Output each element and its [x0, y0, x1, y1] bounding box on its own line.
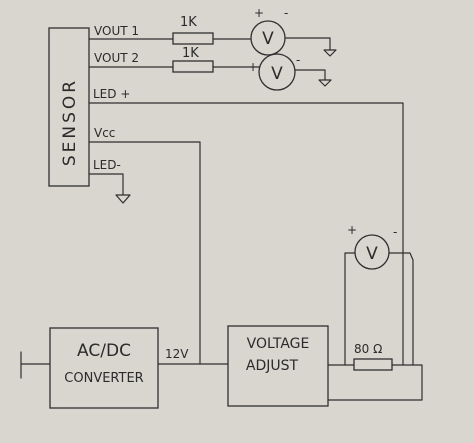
ground-icon — [318, 79, 332, 87]
ground-icon — [115, 194, 131, 204]
pin-led-plus-label: LED + — [93, 87, 130, 101]
pin-vcc-label: Vcc — [94, 126, 115, 140]
vout2-circuit — [88, 53, 326, 91]
voltmeter-icon — [258, 53, 296, 91]
ground-icon — [323, 49, 337, 57]
resistor-icon — [353, 358, 393, 371]
pin-vout1-label: VOUT 1 — [94, 24, 139, 38]
voltmeter-icon — [250, 20, 286, 56]
ac-dc-converter-block — [49, 327, 159, 409]
vcc-wire — [88, 141, 201, 365]
resistor-icon — [172, 32, 214, 45]
meter1-plus: + — [254, 6, 264, 20]
meter3-circuit — [344, 234, 414, 366]
resistor-r3-label: 80 Ω — [354, 342, 382, 356]
voltage-adjust-line1: VOLTAGE — [247, 336, 310, 352]
pin-vout2-label: VOUT 2 — [94, 51, 139, 65]
vout1-circuit — [88, 20, 331, 56]
resistor-r2-label: 1K — [182, 46, 199, 61]
resistor-icon — [172, 60, 214, 73]
led-minus-wire — [88, 173, 124, 196]
voltmeter-icon — [354, 234, 390, 270]
pin-led-minus-label: LED- — [93, 158, 121, 172]
meter1-minus: - — [284, 6, 288, 20]
resistor-r1-label: 1K — [180, 15, 197, 30]
voltage-adjust-block — [227, 325, 329, 407]
voltage-adjust-line2: ADJUST — [246, 358, 299, 374]
meter3-symbol: V — [366, 244, 378, 264]
led-plus-wire — [88, 102, 404, 366]
meter3-plus: + — [347, 223, 357, 237]
sensor-title: SENSOR — [60, 78, 80, 166]
ac-dc-line1: AC/DC — [77, 341, 131, 361]
meter1-symbol: V — [262, 29, 274, 49]
return-wire — [327, 364, 423, 401]
ac-dc-line2: CONVERTER — [64, 371, 143, 386]
meter3-minus: - — [393, 225, 397, 239]
sensor-block — [48, 27, 90, 187]
meter2-symbol: V — [271, 64, 283, 84]
supply-label: 12V — [165, 347, 189, 361]
meter2-plus: + — [248, 60, 258, 74]
meter2-minus: - — [296, 53, 300, 67]
